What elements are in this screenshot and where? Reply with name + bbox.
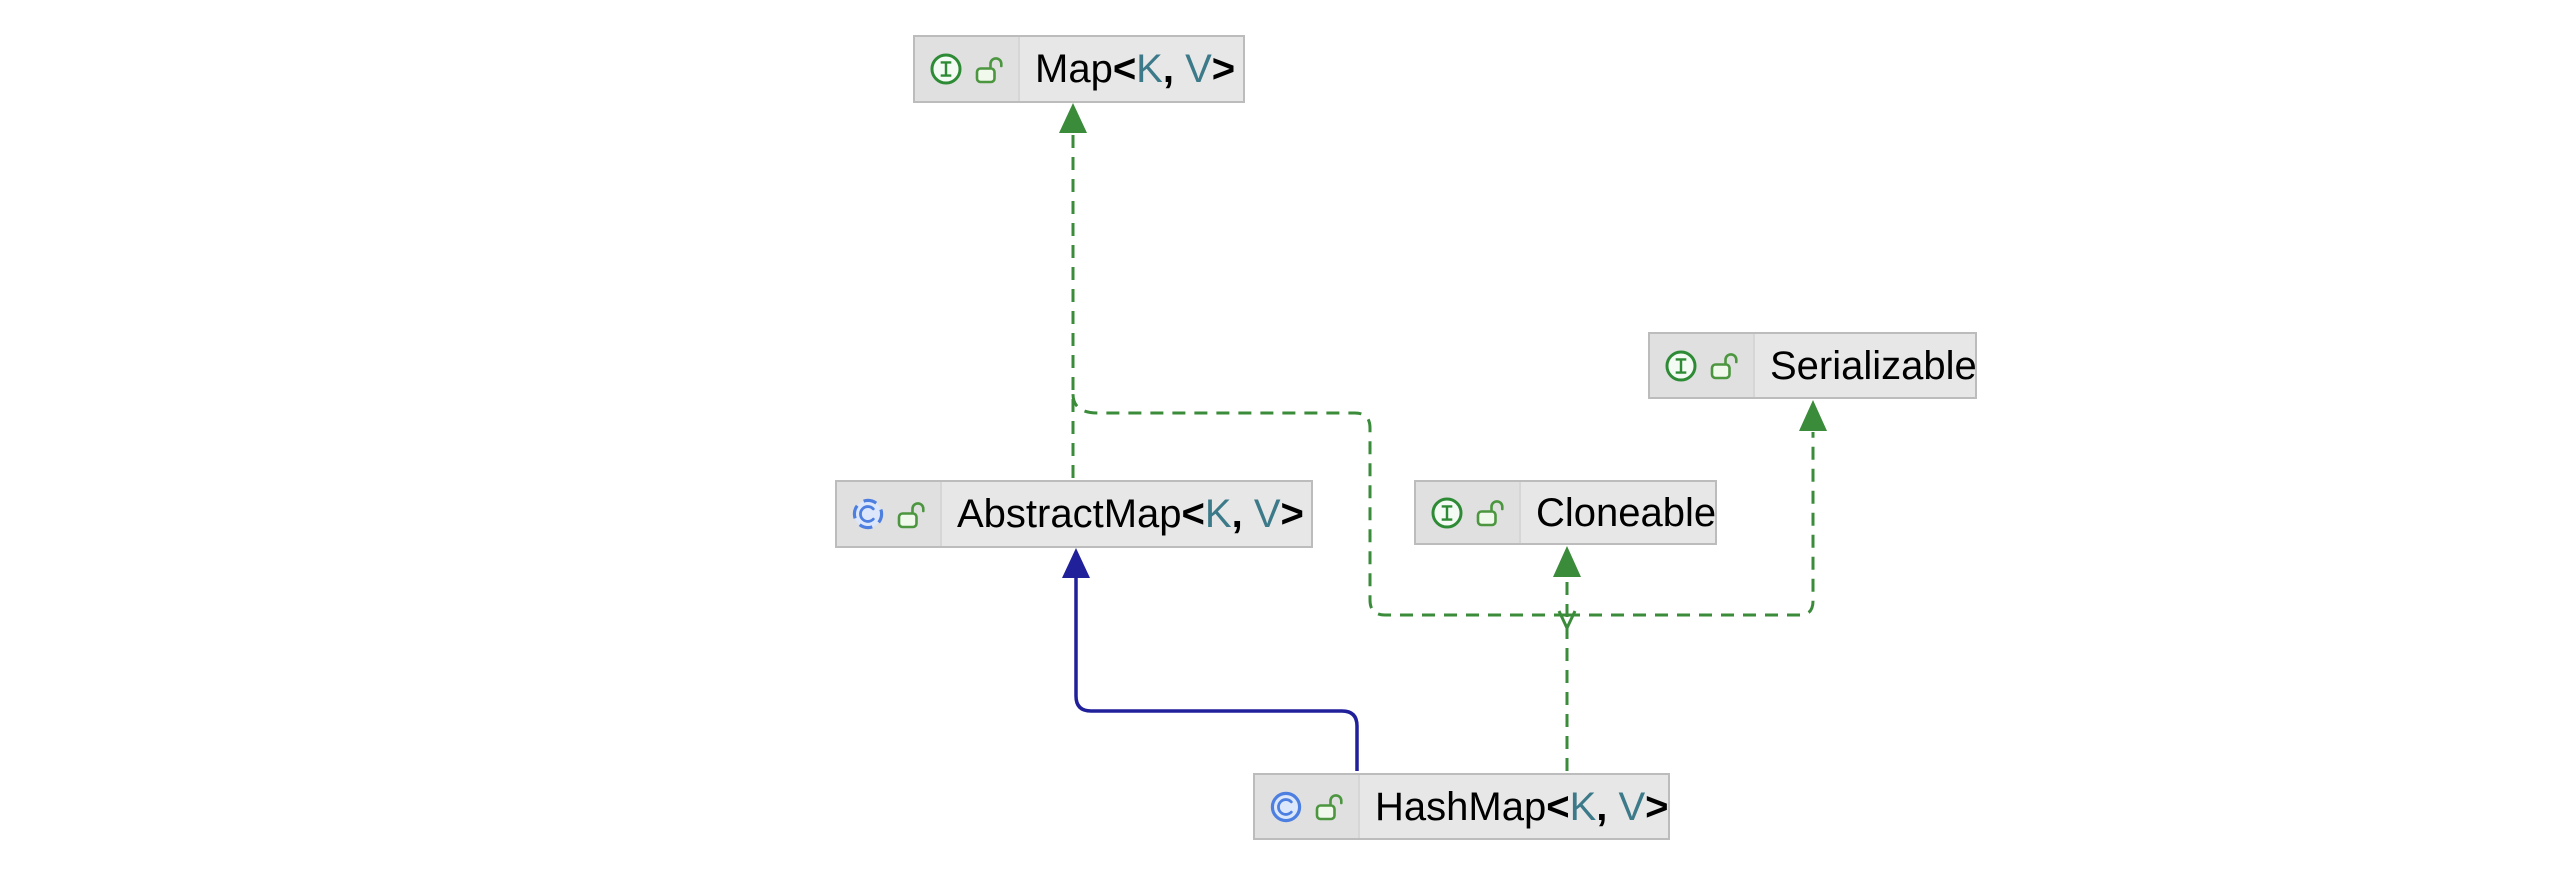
arrowhead-serializable — [1799, 400, 1827, 431]
public-unlock-icon — [1710, 353, 1738, 380]
public-unlock-icon — [1476, 500, 1504, 527]
class-icon — [1270, 791, 1302, 822]
class-node-hashmap[interactable]: HashMap<K, V> — [1253, 773, 1670, 840]
edge-hashmap-extends-abstractmap — [1074, 578, 1359, 771]
abstract-class-icon — [852, 498, 884, 530]
node-label: AbstractMap<K, V> — [957, 492, 1304, 536]
edge-merge-marker — [1557, 610, 1577, 630]
public-unlock-icon — [897, 501, 925, 528]
arrowhead-abstractmap — [1062, 548, 1090, 578]
class-node-map[interactable]: Map<K, V> — [913, 35, 1245, 103]
node-icons — [837, 482, 942, 546]
interface-icon — [930, 53, 962, 85]
public-unlock-icon — [1315, 794, 1343, 821]
node-label: Cloneable — [1536, 490, 1717, 535]
node-icons — [1650, 334, 1755, 397]
class-node-cloneable[interactable]: Cloneable — [1414, 480, 1717, 545]
class-node-serializable[interactable]: Serializable — [1648, 332, 1977, 399]
arrowhead-cloneable — [1553, 546, 1581, 577]
node-label: Serializable — [1770, 343, 1977, 388]
public-unlock-icon — [975, 56, 1003, 83]
interface-icon — [1431, 496, 1463, 529]
interface-icon — [1665, 349, 1697, 382]
class-node-abstractmap[interactable]: AbstractMap<K, V> — [835, 480, 1313, 548]
arrowhead-map — [1059, 103, 1087, 133]
node-icons — [1255, 775, 1360, 838]
node-icons — [1416, 482, 1521, 543]
node-label: Map<K, V> — [1035, 47, 1236, 91]
node-icons — [915, 37, 1020, 101]
node-label: HashMap<K, V> — [1375, 784, 1669, 829]
